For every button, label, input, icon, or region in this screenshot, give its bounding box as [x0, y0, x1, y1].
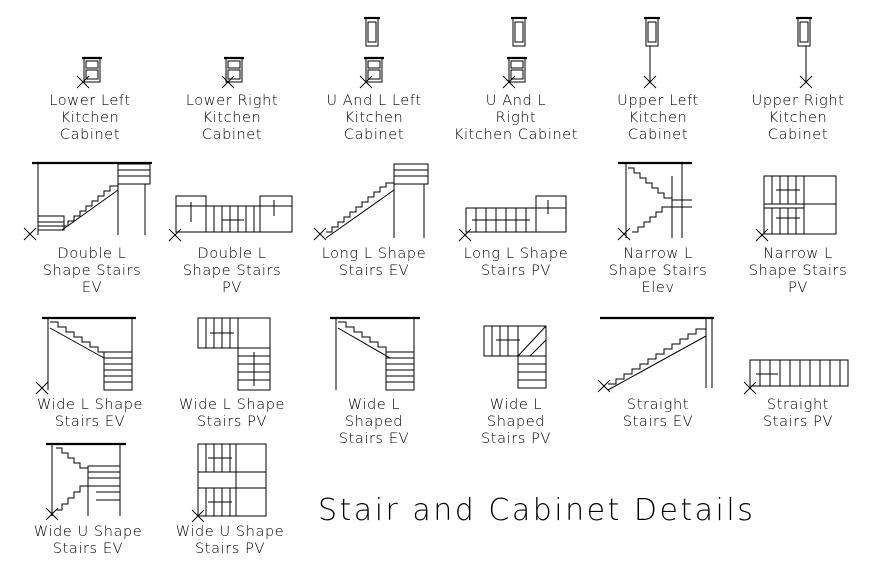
wide-u-shape-stairs-pv-drawing [191, 443, 267, 523]
sheet-title: Stair and Cabinet Details [318, 493, 756, 528]
straight-stairs-ev-drawing [597, 316, 714, 393]
wide-l-shaped-stairs-pv-drawing [483, 325, 547, 389]
wide-l-shape-stairs-pv-drawing [197, 317, 271, 391]
lower-right-cabinet-symbol [221, 56, 244, 89]
lower-left-cabinet-symbol [76, 56, 102, 89]
wide-u-shape-stairs-ev-drawing [45, 442, 126, 521]
straight-stairs-pv-drawing [743, 359, 849, 395]
narrow-l-shape-stairs-pv-drawing [755, 175, 837, 242]
u-and-l-right-cabinet-symbol [502, 16, 527, 89]
double-l-shape-stairs-ev-drawing [23, 161, 152, 241]
upper-left-cabinet-symbol [643, 16, 660, 89]
long-l-shape-stairs-pv-drawing [458, 195, 567, 242]
long-l-shape-stairs-ev-drawing [313, 163, 429, 241]
wide-l-shape-stairs-ev-drawing [35, 316, 136, 395]
narrow-l-shape-stairs-elev-drawing [617, 161, 692, 241]
double-l-shape-stairs-pv-drawing [168, 195, 293, 242]
upper-right-cabinet-symbol [796, 16, 813, 89]
u-and-l-left-cabinet-symbol [359, 16, 384, 89]
wide-l-shaped-stairs-ev-drawing [330, 316, 420, 391]
